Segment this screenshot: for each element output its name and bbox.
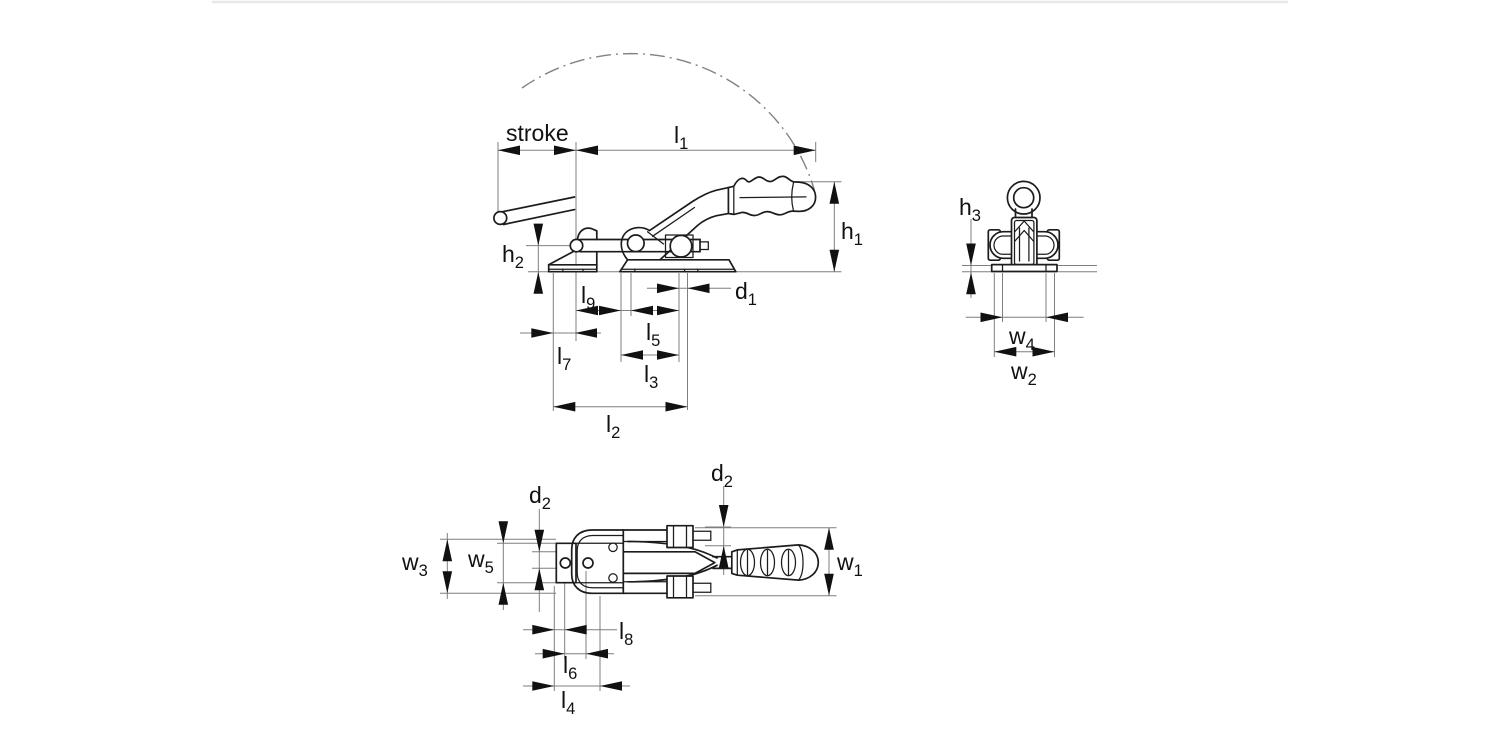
arrowhead-icon bbox=[966, 243, 976, 266]
side-view bbox=[493, 142, 842, 411]
dim-label-l6: l6 bbox=[563, 652, 577, 683]
arrowhead-icon bbox=[718, 505, 729, 527]
arrowhead-icon bbox=[498, 145, 520, 156]
top-view bbox=[440, 486, 837, 691]
arrowhead-icon bbox=[533, 271, 544, 294]
arrowhead-icon bbox=[631, 305, 653, 316]
arrowhead-icon bbox=[576, 145, 598, 156]
arrowhead-icon bbox=[621, 350, 643, 360]
arrowhead-icon bbox=[531, 328, 554, 338]
dimension-labels: stroke l1 h1 h2 l9 d1 l5 l7 l3 l2 h3 w4 … bbox=[401, 120, 1037, 718]
arrowhead-icon bbox=[532, 624, 555, 635]
arrowhead-icon bbox=[657, 305, 679, 316]
arrowhead-icon bbox=[824, 527, 834, 550]
dim-label-l1: l1 bbox=[674, 122, 688, 153]
dim-label-h2: h2 bbox=[502, 241, 524, 272]
arrowhead-icon bbox=[442, 539, 453, 562]
arrowhead-icon bbox=[824, 573, 834, 596]
dim-label-l9: l9 bbox=[581, 282, 595, 313]
arrowhead-icon bbox=[532, 681, 555, 691]
arrowhead-icon bbox=[533, 223, 544, 246]
arrowhead-icon bbox=[442, 571, 453, 594]
dim-label-h1: h1 bbox=[841, 218, 863, 249]
top-view-dimension-lines bbox=[440, 486, 837, 691]
arrowhead-icon bbox=[564, 624, 587, 635]
dim-label-l4: l4 bbox=[561, 687, 575, 718]
arrowhead-icon bbox=[980, 312, 1003, 323]
dim-label-w1: w1 bbox=[836, 549, 863, 580]
arrowhead-icon bbox=[534, 529, 545, 552]
arrowhead-icon bbox=[665, 401, 688, 412]
dim-label-d1: d1 bbox=[735, 278, 757, 309]
arrowhead-icon bbox=[1046, 312, 1068, 323]
handle-swing-arc bbox=[521, 52, 816, 191]
dim-label-h3: h3 bbox=[959, 194, 981, 225]
dim-label-l5: l5 bbox=[646, 319, 660, 350]
dim-label-w4: w4 bbox=[1008, 323, 1035, 354]
dim-label-l7: l7 bbox=[557, 343, 571, 374]
arrowhead-icon bbox=[554, 145, 576, 156]
dim-label-l3: l3 bbox=[644, 361, 658, 392]
arrowhead-icon bbox=[576, 305, 598, 316]
arrowhead-icon bbox=[600, 681, 622, 691]
arrowhead-icon bbox=[657, 350, 679, 360]
side-view-clamp-body bbox=[493, 175, 817, 273]
front-view bbox=[962, 180, 1097, 357]
arrowhead-icon bbox=[829, 181, 840, 204]
dim-label-w5: w5 bbox=[467, 546, 494, 577]
arrowhead-icon bbox=[542, 648, 565, 659]
dimension-arrowheads bbox=[442, 145, 1068, 691]
dim-label-stroke: stroke bbox=[506, 120, 569, 146]
arrowhead-icon bbox=[966, 272, 976, 295]
arrowhead-icon bbox=[1032, 346, 1055, 357]
arrowhead-icon bbox=[657, 283, 679, 294]
arrowhead-icon bbox=[553, 401, 576, 412]
arrowhead-icon bbox=[793, 145, 816, 156]
arrowhead-icon bbox=[829, 249, 840, 272]
arrowhead-icon bbox=[534, 568, 545, 591]
dim-label-l8: l8 bbox=[619, 618, 633, 649]
arrowhead-icon bbox=[599, 305, 621, 316]
arrowhead-icon bbox=[687, 283, 710, 294]
arrowhead-icon bbox=[498, 582, 509, 605]
dim-label-d2-right: d2 bbox=[711, 460, 733, 491]
front-view-clamp-body bbox=[987, 180, 1061, 273]
dim-label-w3: w3 bbox=[401, 549, 428, 580]
arrowhead-icon bbox=[586, 648, 608, 659]
dim-label-l2: l2 bbox=[606, 411, 620, 442]
arrowhead-icon bbox=[575, 328, 597, 338]
arrowhead-icon bbox=[498, 521, 509, 544]
dim-label-d2-left: d2 bbox=[529, 482, 551, 513]
arrowhead-icon bbox=[718, 545, 729, 568]
dim-label-w2: w2 bbox=[1010, 358, 1037, 389]
arrowhead-icon bbox=[994, 346, 1017, 357]
top-view-clamp-body bbox=[555, 524, 820, 599]
